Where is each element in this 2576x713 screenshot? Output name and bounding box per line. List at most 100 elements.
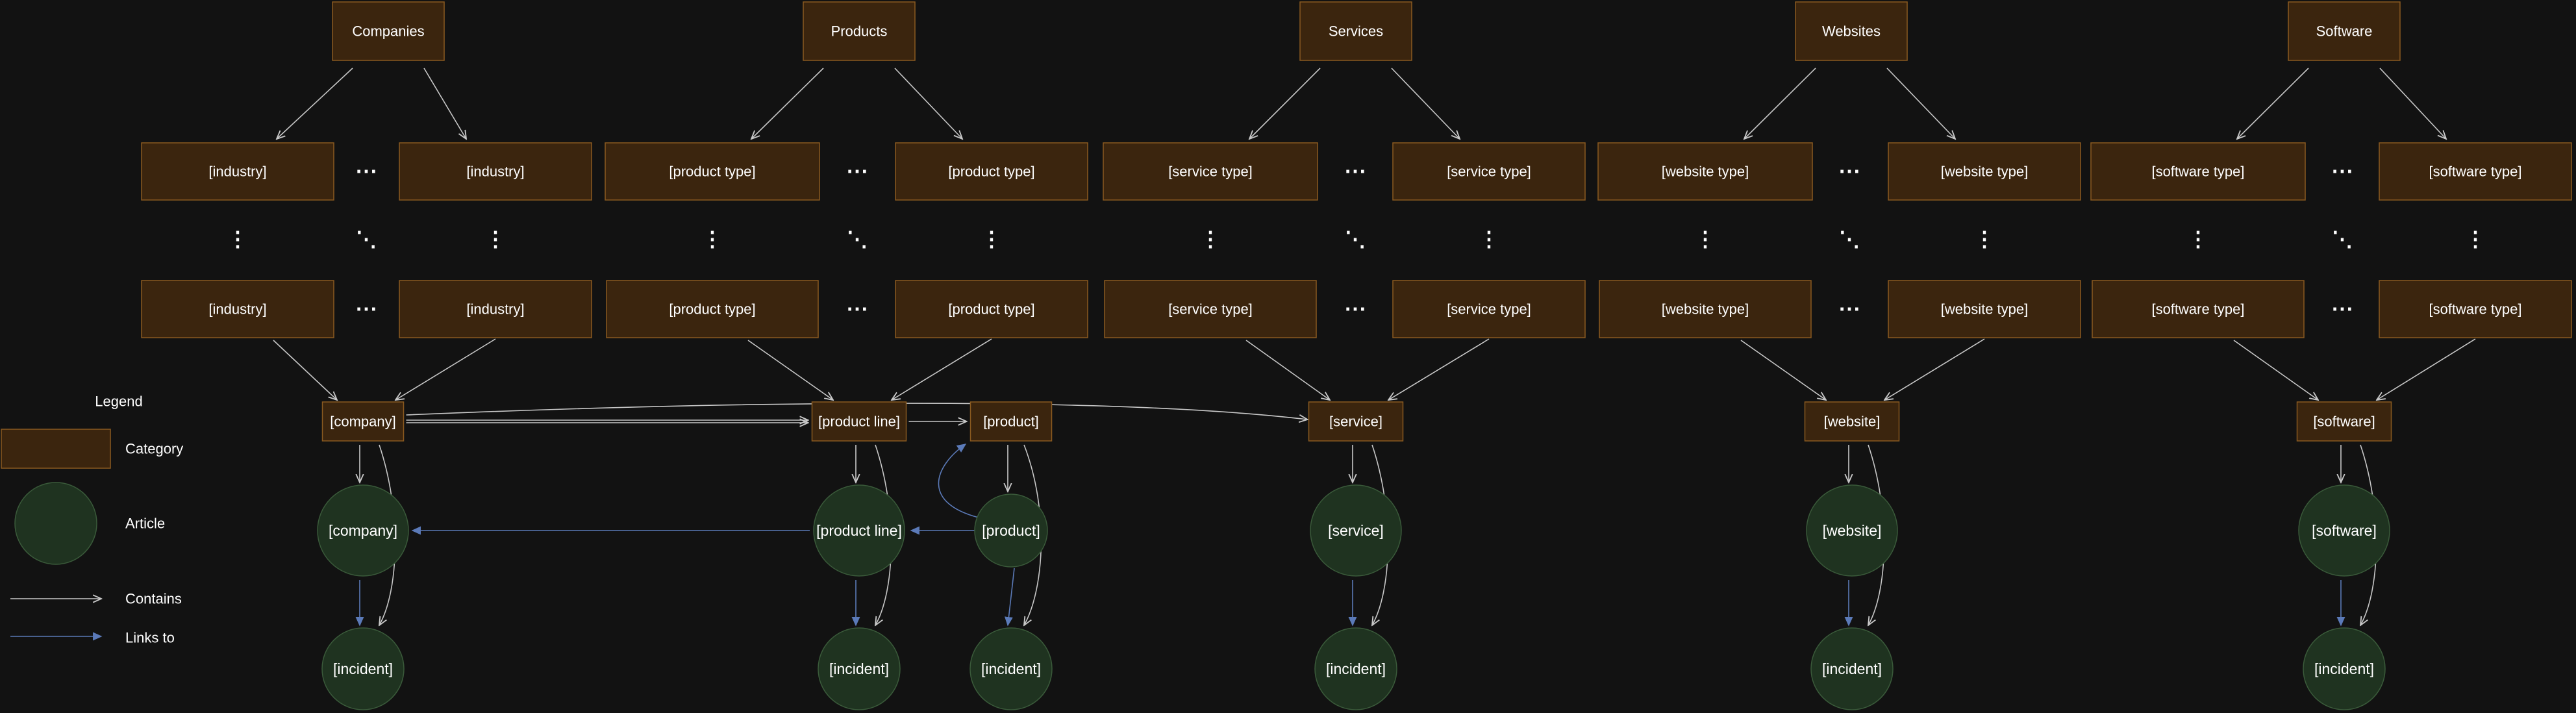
websites-type-left-1-label: [website type] xyxy=(1662,164,1749,180)
software-hdots-1: ⋯ xyxy=(2331,159,2353,184)
products-type-left-1-box xyxy=(605,142,820,201)
websites-type-right-2: [website type] xyxy=(1888,280,2081,338)
products-left-type-to-entity xyxy=(747,340,833,400)
services-type-left-1-label: [service type] xyxy=(1168,164,1253,180)
companies-vdots-left: ⋮ xyxy=(227,227,248,251)
products-type-right-2: [product type] xyxy=(895,280,1088,338)
websites-type-right-1: [website type] xyxy=(1888,142,2081,201)
software-type-left-2-label: [software type] xyxy=(2151,301,2244,318)
software-type-right-1: [software type] xyxy=(2379,142,2572,201)
services-top-to-right xyxy=(1391,68,1460,139)
products-top-to-right xyxy=(894,68,962,139)
websites-article-label: [website] xyxy=(1823,522,1882,539)
products-type-right-2-label: [product type] xyxy=(948,301,1034,318)
products-type-left-2-label: [product type] xyxy=(669,301,755,318)
services-article-circle xyxy=(1310,484,1402,577)
products-article-label: [product line] xyxy=(816,522,902,539)
services-top-category-label: Services xyxy=(1329,23,1383,40)
websites-vdots-left: ⋮ xyxy=(1695,227,1716,251)
legend-contains-label: Contains xyxy=(125,591,182,607)
products-article2-circle xyxy=(974,494,1048,568)
websites-article: [website] xyxy=(1806,484,1898,577)
legend-category-swatch xyxy=(1,429,111,469)
websites-hdots-1: ⋯ xyxy=(1838,159,1860,184)
products-article-circle xyxy=(813,484,905,577)
legend-links-label: Links to xyxy=(125,630,175,646)
websites-top-to-right xyxy=(1886,68,1955,139)
companies-top-category: Companies xyxy=(332,1,445,61)
software-type-right-2: [software type] xyxy=(2379,280,2572,338)
websites-entity-category: [website] xyxy=(1804,401,1900,442)
websites-type-left-2: [website type] xyxy=(1599,280,1812,338)
companies-type-left-2-label: [industry] xyxy=(208,301,266,318)
products-top-category-box xyxy=(803,1,916,61)
websites-top-category-label: Websites xyxy=(1822,23,1881,40)
products-article: [product line] xyxy=(813,484,905,577)
services-type-left-1-box xyxy=(1103,142,1318,201)
software-entity-category: [software] xyxy=(2296,401,2392,442)
companies-type-left-1-box xyxy=(141,142,334,201)
services-type-left-1: [service type] xyxy=(1103,142,1318,201)
services-type-right-2-label: [service type] xyxy=(1447,301,1531,318)
software-entity-category-label: [software] xyxy=(2313,414,2375,430)
software-vdots-right: ⋮ xyxy=(2465,227,2486,251)
websites-vdots-right: ⋮ xyxy=(1974,227,1995,251)
websites-type-right-2-box xyxy=(1888,280,2081,338)
software-type-left-1-label: [software type] xyxy=(2151,164,2244,180)
products-incident-label: [incident] xyxy=(829,660,889,677)
companies-incident-circle xyxy=(321,627,405,710)
products-incident2-label: [incident] xyxy=(981,660,1041,677)
companies-entity-category-label: [company] xyxy=(330,414,396,430)
companies-top-category-label: Companies xyxy=(352,23,424,40)
websites-type-right-1-label: [website type] xyxy=(1941,164,2029,180)
products-hdots-2: ⋯ xyxy=(846,297,868,321)
companies-type-right-2-box xyxy=(399,280,592,338)
software-vdots-left: ⋮ xyxy=(2188,227,2208,251)
companies-type-left-2-box xyxy=(141,280,334,338)
products-entity2-category-box xyxy=(969,401,1053,442)
products-incident2: [incident] xyxy=(969,627,1053,710)
software-article-circle xyxy=(2298,484,2390,577)
products-type-right-1-box xyxy=(895,142,1088,201)
software-top-to-right xyxy=(2379,68,2446,139)
services-article: [service] xyxy=(1310,484,1402,577)
websites-left-type-to-entity xyxy=(1740,340,1826,400)
companies-type-right-1-box xyxy=(399,142,592,201)
products-top-category: Products xyxy=(803,1,916,61)
services-hdots-1: ⋯ xyxy=(1344,159,1366,184)
websites-incident-circle xyxy=(1810,627,1894,710)
services-type-right-1-label: [service type] xyxy=(1447,164,1531,180)
websites-type-left-1-box xyxy=(1597,142,1813,201)
services-top-to-left xyxy=(1249,68,1321,139)
services-ddots: ⋱ xyxy=(1345,227,1366,251)
companies-incident: [incident] xyxy=(321,627,405,710)
websites-entity-category-box xyxy=(1804,401,1900,442)
products-incident: [incident] xyxy=(818,627,901,710)
products-type-left-2-box xyxy=(606,280,819,338)
products-type-left-1-label: [product type] xyxy=(669,164,755,180)
products-type-right-1-label: [product type] xyxy=(948,164,1034,180)
services-incident-circle xyxy=(1314,627,1397,710)
software-incident-circle xyxy=(2303,627,2386,710)
services-incident-label: [incident] xyxy=(1326,660,1386,677)
websites-top-category: Websites xyxy=(1795,1,1908,61)
services-vdots-right: ⋮ xyxy=(1479,227,1499,251)
software-type-left-1: [software type] xyxy=(2090,142,2306,201)
companies-right-type-to-entity xyxy=(395,338,496,400)
services-vdots-left: ⋮ xyxy=(1200,227,1221,251)
services-type-right-1: [service type] xyxy=(1392,142,1586,201)
websites-type-left-2-box xyxy=(1599,280,1812,338)
software-left-type-to-entity xyxy=(2233,340,2318,400)
software-article-label: [software] xyxy=(2312,522,2377,539)
legend-article-swatch xyxy=(14,482,97,565)
companies-type-right-2-label: [industry] xyxy=(466,301,524,318)
websites-type-right-2-label: [website type] xyxy=(1941,301,2029,318)
services-type-right-2: [service type] xyxy=(1392,280,1586,338)
websites-type-left-1: [website type] xyxy=(1597,142,1813,201)
products-right-type-to-entity xyxy=(892,338,992,400)
services-right-type-to-entity xyxy=(1388,338,1490,400)
software-incident-label: [incident] xyxy=(2314,660,2374,677)
websites-top-to-left xyxy=(1744,68,1816,139)
